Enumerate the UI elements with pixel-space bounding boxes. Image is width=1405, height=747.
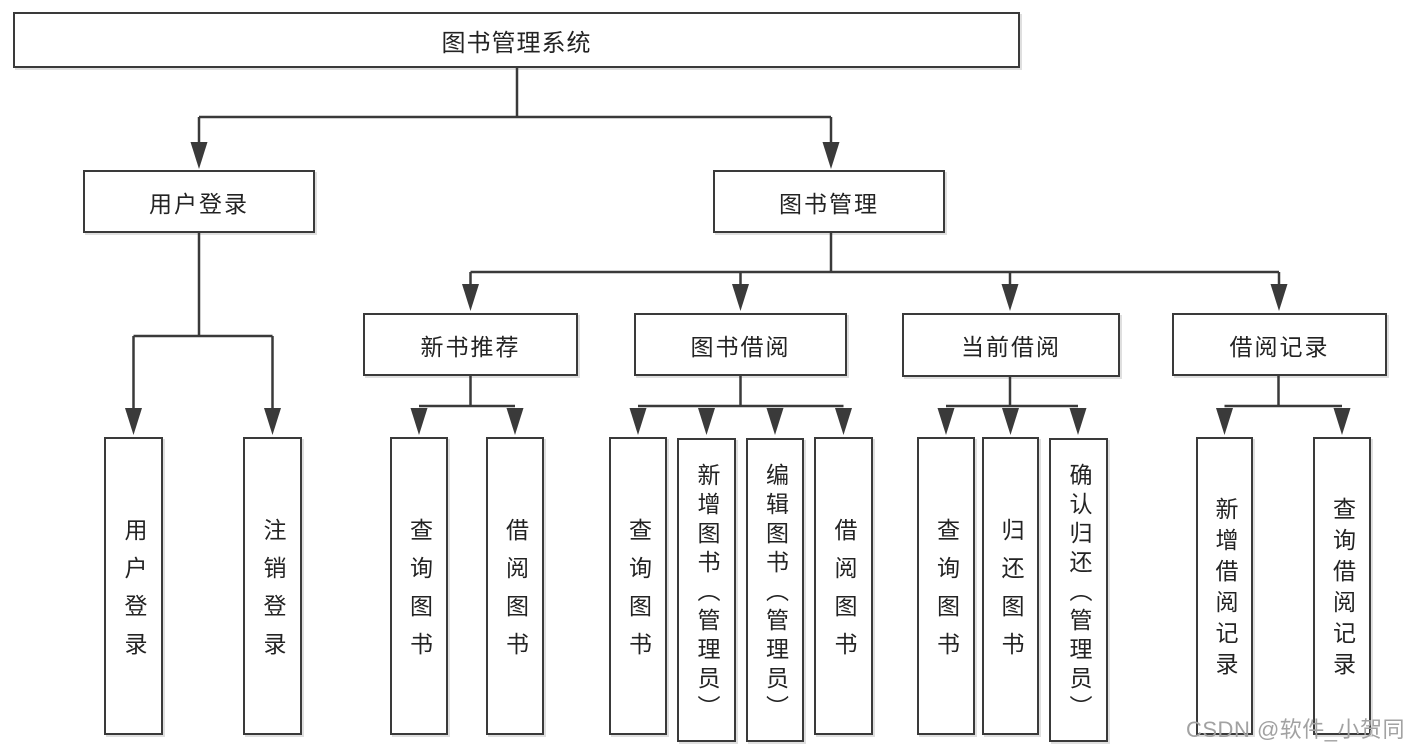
connector-userlogin-to-leaves <box>132 233 274 410</box>
leaf-user-login: 用户登录 <box>104 437 163 735</box>
leaf-logout: 注销登录 <box>243 437 302 735</box>
arrow-down-icon <box>822 142 840 169</box>
arrow-down-icon <box>264 408 281 435</box>
arrow-down-icon <box>410 408 428 435</box>
node-library-system: 图书管理系统 <box>13 12 1020 68</box>
arrow-down-icon <box>1333 408 1351 435</box>
node-borrow-record: 借阅记录 <box>1172 313 1387 376</box>
leaf-borrow-book-2: 借阅图书 <box>814 437 873 735</box>
arrow-down-icon <box>190 142 208 169</box>
leaf-return-book: 归还图书 <box>982 437 1039 735</box>
connector-bookborrow-to-leaves <box>638 376 844 408</box>
leaf-add-borrow-record: 新增借阅记录 <box>1196 437 1253 735</box>
leaf-query-borrow-record: 查询借阅记录 <box>1313 437 1371 735</box>
leaf-confirm-return-admin: 确认归还（管理员） <box>1049 438 1108 742</box>
node-book-management: 图书管理 <box>713 170 945 233</box>
csdn-watermark: CSDN @软件_小贺同学 <box>1186 717 1405 742</box>
arrow-down-icon <box>732 284 749 311</box>
node-current-borrow: 当前借阅 <box>902 313 1120 377</box>
connector-borrowrecord-to-leaves <box>1224 376 1342 408</box>
connector-currentborrow-to-leaves <box>946 376 1078 408</box>
leaf-query-book-1: 查询图书 <box>390 437 448 735</box>
arrow-down-icon <box>937 408 955 435</box>
node-user-login: 用户登录 <box>83 170 315 233</box>
connector-root-to-level2 <box>197 68 833 143</box>
connector-bookmgmt-to-level3 <box>469 233 1281 285</box>
arrow-down-icon <box>1216 408 1233 435</box>
arrow-down-icon <box>698 408 715 435</box>
node-new-book-recommend: 新书推荐 <box>363 313 578 376</box>
arrow-down-icon <box>835 408 852 435</box>
arrow-down-icon <box>1001 284 1019 311</box>
leaf-query-book-2: 查询图书 <box>609 437 667 735</box>
leaf-borrow-book-1: 借阅图书 <box>486 437 544 735</box>
arrow-down-icon <box>1069 408 1087 435</box>
arrow-down-icon <box>462 284 479 311</box>
arrow-down-icon <box>125 408 142 435</box>
arrow-down-icon <box>506 408 524 435</box>
leaf-add-book-admin: 新增图书（管理员） <box>677 438 736 742</box>
connector-newbook-to-leaves <box>419 376 515 408</box>
arrow-down-icon <box>766 408 784 435</box>
arrow-down-icon <box>629 408 647 435</box>
leaf-query-book-3: 查询图书 <box>917 437 975 735</box>
arrow-down-icon <box>1270 284 1288 311</box>
node-book-borrow: 图书借阅 <box>634 313 847 376</box>
leaf-edit-book-admin: 编辑图书（管理员） <box>746 438 804 742</box>
arrow-down-icon <box>1002 408 1019 435</box>
